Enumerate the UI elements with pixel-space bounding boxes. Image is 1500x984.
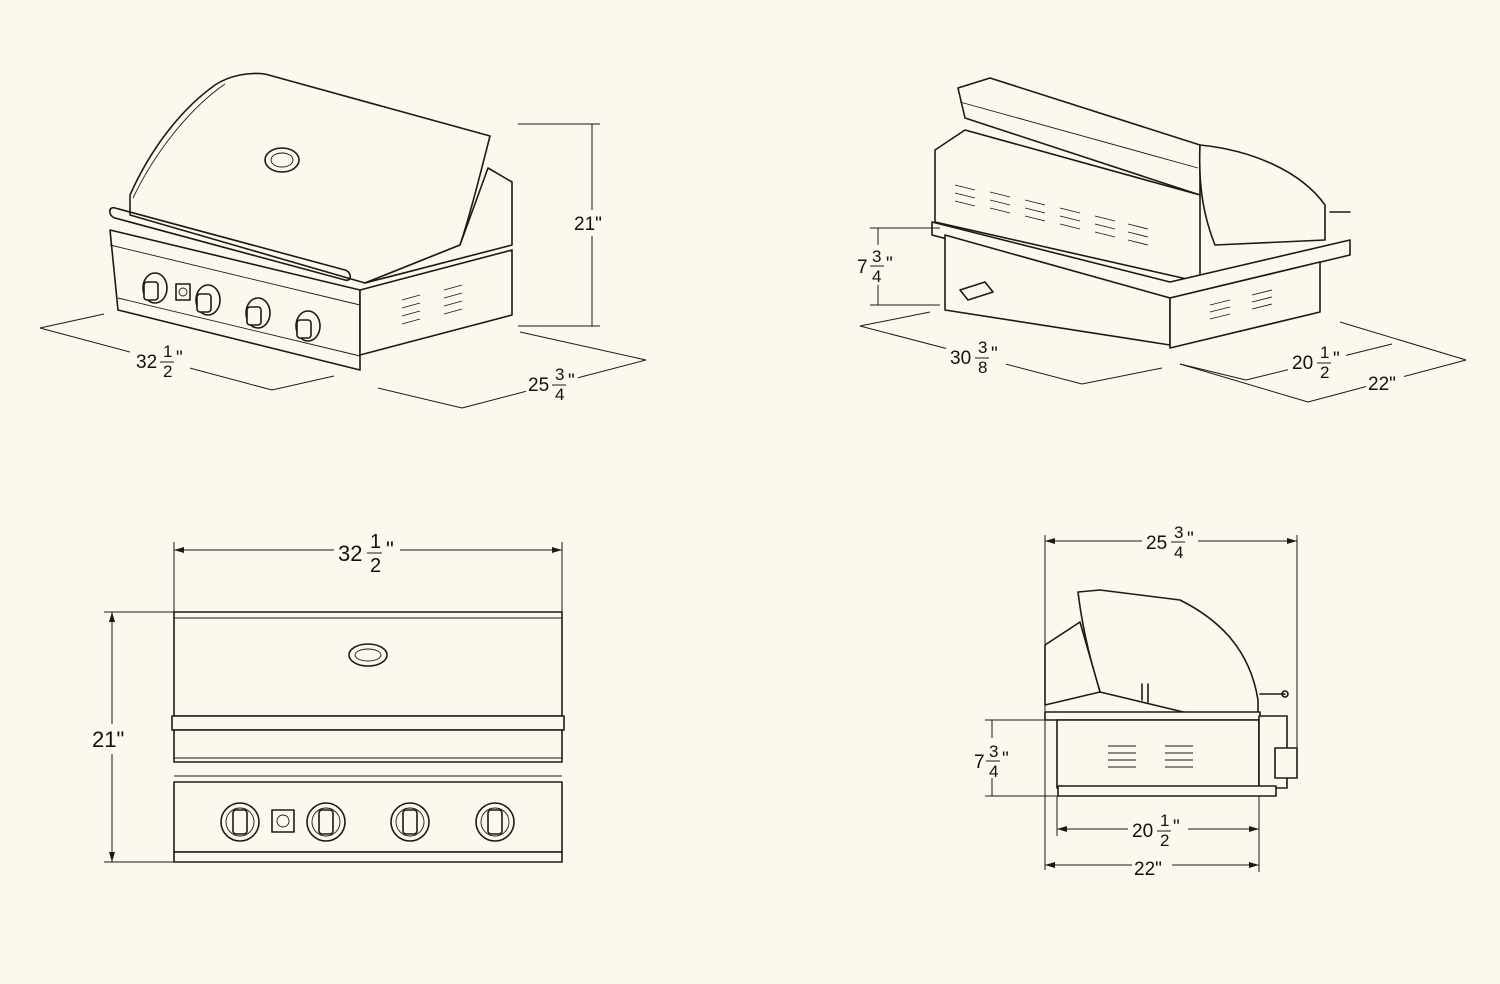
knob-1	[220, 802, 260, 842]
width-unit: "	[176, 348, 183, 369]
knob-3	[245, 297, 271, 329]
front-width-dim: 32 1 2 "	[173, 530, 563, 612]
mounting-ledge	[1044, 711, 1261, 721]
cutout-depth-whole: 20	[1292, 353, 1313, 374]
drop-unit: "	[1002, 749, 1009, 770]
back-panel	[934, 129, 1201, 283]
hood-handle	[108, 206, 352, 282]
underbody-side	[1169, 261, 1321, 349]
width-whole: 32	[338, 541, 362, 566]
hood-side	[1198, 144, 1326, 246]
knob-1	[142, 272, 168, 304]
side-depth-dim: 22"	[1045, 836, 1260, 880]
firebox	[1056, 719, 1260, 789]
cutout-depth-whole: 20	[1132, 821, 1153, 842]
cutout-width-whole: 30	[950, 348, 971, 369]
thermometer	[348, 643, 388, 667]
firebox-right	[359, 249, 513, 356]
side-panel-right	[364, 167, 513, 284]
cutout-depth-den: 2	[1320, 363, 1329, 382]
vents-side	[1108, 745, 1193, 768]
iso-back-cutout-width-dim: 30 3 8 "	[859, 311, 1163, 385]
gas-regulator	[959, 281, 994, 301]
side-cutout-depth-dim: 20 1 2 "	[1056, 796, 1260, 852]
depth-den: 4	[555, 385, 564, 404]
height-label: 21"	[574, 214, 602, 235]
depth-whole: 25	[528, 375, 549, 396]
thermometer	[264, 147, 300, 173]
cutout-depth-num: 1	[1320, 343, 1329, 362]
knob-4	[475, 802, 515, 842]
knob-3	[390, 802, 430, 842]
iso-back-depth-dim: 22"	[1179, 321, 1467, 403]
width-num: 1	[370, 531, 381, 553]
iso-front-width-dim: 32 1 2 "	[39, 313, 335, 391]
hood-front	[173, 611, 563, 717]
iso-back-cutout-depth-dim: 20 1 2 "	[1179, 343, 1393, 382]
cutout-depth-num: 1	[1160, 811, 1169, 830]
hood-edge-line	[132, 83, 226, 199]
drop-unit: "	[886, 254, 893, 275]
width-unit: "	[386, 537, 394, 562]
hood-side	[1077, 589, 1259, 717]
depth-label: 22"	[1134, 859, 1162, 880]
width-den: 2	[163, 362, 172, 381]
depth-num: 3	[555, 365, 564, 384]
height-label: 21"	[92, 727, 124, 752]
mounting-ledge	[931, 221, 1351, 299]
cutout-depth-unit: "	[1173, 817, 1180, 838]
drop-num: 3	[872, 247, 881, 266]
drop-den: 4	[872, 267, 881, 286]
width-num: 1	[163, 342, 172, 361]
drop-num: 3	[989, 742, 998, 761]
front-rail	[173, 729, 563, 763]
cutout-width-num: 3	[978, 338, 987, 357]
width-den: 2	[370, 555, 381, 577]
front-view: 32 1 2 " 21"	[90, 530, 565, 863]
overall-depth-num: 3	[1174, 523, 1183, 542]
width-whole: 32	[136, 352, 157, 373]
iso-front-height-dim: 21"	[518, 123, 608, 327]
knob-side	[1274, 747, 1298, 779]
iso-front-depth-dim: 25 3 4 "	[377, 331, 647, 409]
knob-4	[295, 310, 321, 342]
drop-den: 4	[989, 762, 998, 781]
depth-unit: "	[568, 371, 575, 392]
hood	[129, 72, 491, 284]
iso-back-drop-dim: 7 3 4 "	[855, 227, 940, 306]
ignition-button	[175, 283, 191, 301]
overall-depth-unit: "	[1187, 529, 1194, 550]
front-height-dim: 21"	[90, 611, 174, 863]
knob-2	[195, 284, 221, 316]
vents-right	[401, 284, 463, 325]
bottom-trim	[173, 851, 563, 863]
iso-front-view: 32 1 2 " 21" 25 3 4 "	[39, 72, 647, 409]
side-overall-depth-dim: 25 3 4 "	[1044, 520, 1298, 870]
drop-whole: 7	[974, 752, 985, 773]
side-drop-dim: 7 3 4 "	[972, 719, 1057, 797]
overall-depth-den: 4	[1174, 543, 1183, 562]
drop-whole: 7	[857, 257, 868, 278]
depth-label: 22"	[1368, 374, 1396, 395]
cutout-depth-den: 2	[1160, 831, 1169, 850]
overall-depth-whole: 25	[1146, 533, 1167, 554]
hood-hinge	[1141, 683, 1149, 703]
cutout-width-den: 8	[978, 358, 987, 377]
iso-back-view: 7 3 4 " 30 3 8 " 20 1 2 "	[855, 77, 1467, 403]
drip-tray	[1057, 785, 1277, 797]
hood-handle	[171, 715, 565, 731]
vents-side	[1209, 289, 1273, 320]
knob-2	[306, 802, 346, 842]
cutout-width-unit: "	[991, 344, 998, 365]
vents-back	[954, 184, 1149, 246]
side-view: 25 3 4 " 7 3 4 " 20 1 2 "	[972, 520, 1298, 880]
ignition-button	[271, 809, 295, 833]
cutout-depth-unit: "	[1333, 349, 1340, 370]
